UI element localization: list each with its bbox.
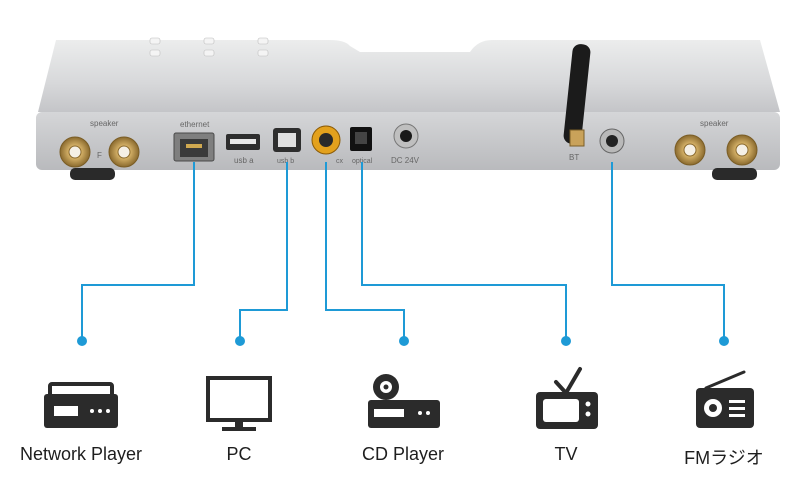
- network-player-icon: [44, 382, 118, 428]
- dc-power-port: DC 24V: [391, 123, 420, 165]
- top-buttons: [149, 37, 269, 57]
- f-mark-label: F: [97, 151, 102, 160]
- dc-label: DC 24V: [391, 156, 420, 165]
- bluetooth-antenna: BT: [563, 44, 591, 162]
- coax-port: cx: [311, 125, 344, 165]
- speaker-terminals-left: speaker F: [59, 119, 140, 168]
- fm-antenna-port: [599, 128, 625, 154]
- usb-a-port: usb a: [226, 134, 260, 165]
- pc-monitor-icon: [206, 376, 272, 431]
- ethernet-label: ethernet: [180, 120, 210, 129]
- usb-b-label: usb b: [277, 158, 294, 165]
- bt-label: BT: [569, 153, 579, 162]
- label-tv: TV: [554, 444, 578, 464]
- connector-endpoints: [77, 336, 729, 346]
- line-fm-radio: [611, 162, 725, 340]
- device-foot-left: [70, 168, 115, 180]
- label-pc: PC: [226, 444, 252, 464]
- label-network-player: Network Player: [19, 444, 143, 464]
- device-foot-right: [712, 168, 757, 180]
- usb-b-port: usb b: [273, 128, 301, 165]
- label-cd-player: CD Player: [361, 444, 445, 464]
- ethernet-port: ethernet: [173, 120, 215, 162]
- radio-icon: [696, 370, 754, 428]
- line-cd-player: [325, 162, 405, 340]
- device-top-surface: [38, 40, 780, 112]
- usb-a-label: usb a: [234, 156, 254, 165]
- connector-lines: [81, 162, 725, 340]
- cd-player-icon: [368, 374, 440, 428]
- speaker-terminals-right: speaker: [674, 119, 758, 166]
- line-pc: [239, 162, 288, 340]
- line-network-player: [81, 162, 195, 340]
- optical-port: optical: [350, 127, 373, 165]
- streamer-device: speaker F ethernet usb a usb b cx: [36, 37, 780, 180]
- label-fm-radio: FMラジオ: [684, 448, 764, 468]
- speaker-left-label: speaker: [90, 119, 119, 128]
- line-tv: [361, 162, 567, 340]
- optical-label: optical: [352, 158, 373, 165]
- tv-icon: [536, 367, 598, 429]
- coax-label: cx: [336, 158, 344, 165]
- speaker-right-label: speaker: [700, 119, 729, 128]
